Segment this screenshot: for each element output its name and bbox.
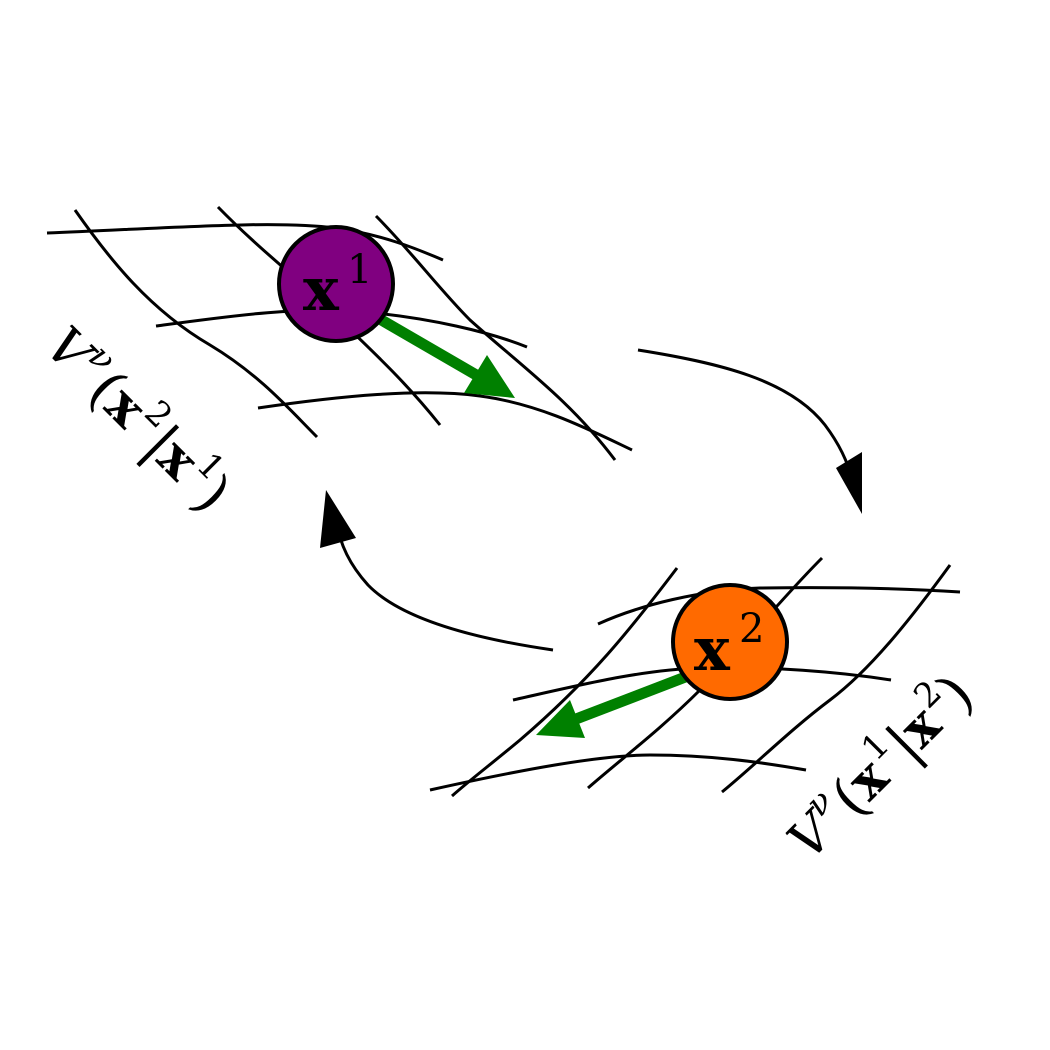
gradient-arrow-icon bbox=[375, 313, 690, 738]
node-x1-circle bbox=[277, 225, 395, 343]
curved-arrow-top-right bbox=[637, 348, 854, 481]
grid-line bbox=[374, 214, 617, 461]
grid-line bbox=[721, 564, 952, 794]
arrowhead bbox=[836, 452, 862, 514]
gradient-arrow-x1 bbox=[375, 313, 481, 381]
curved-arrow-bottom-left bbox=[334, 519, 554, 652]
grid-line bbox=[429, 753, 807, 792]
curved-arrow-icon bbox=[320, 348, 862, 652]
node-x2: x 2 bbox=[671, 583, 789, 701]
node-x1: x 1 bbox=[277, 225, 395, 343]
arrowhead bbox=[320, 490, 356, 548]
label-left: V ν ( x 2 | x 1 ) bbox=[34, 316, 243, 526]
label-right: V ν ( x 1 | x 2 ) bbox=[777, 662, 987, 871]
grid-line bbox=[73, 209, 319, 439]
node-x2-base: x bbox=[694, 615, 731, 685]
arrowhead bbox=[464, 355, 515, 398]
grid-line bbox=[46, 223, 444, 262]
gradient-arrow-x2 bbox=[574, 670, 690, 725]
node-x1-base: x bbox=[303, 255, 340, 325]
grid-line bbox=[257, 391, 633, 452]
grid-surface-x2 bbox=[429, 556, 961, 798]
node-x1-sup: 1 bbox=[347, 247, 372, 293]
grid-line bbox=[451, 567, 679, 798]
node-x2-circle bbox=[671, 583, 789, 701]
arrowhead bbox=[536, 700, 585, 738]
node-x2-sup: 2 bbox=[739, 606, 764, 652]
